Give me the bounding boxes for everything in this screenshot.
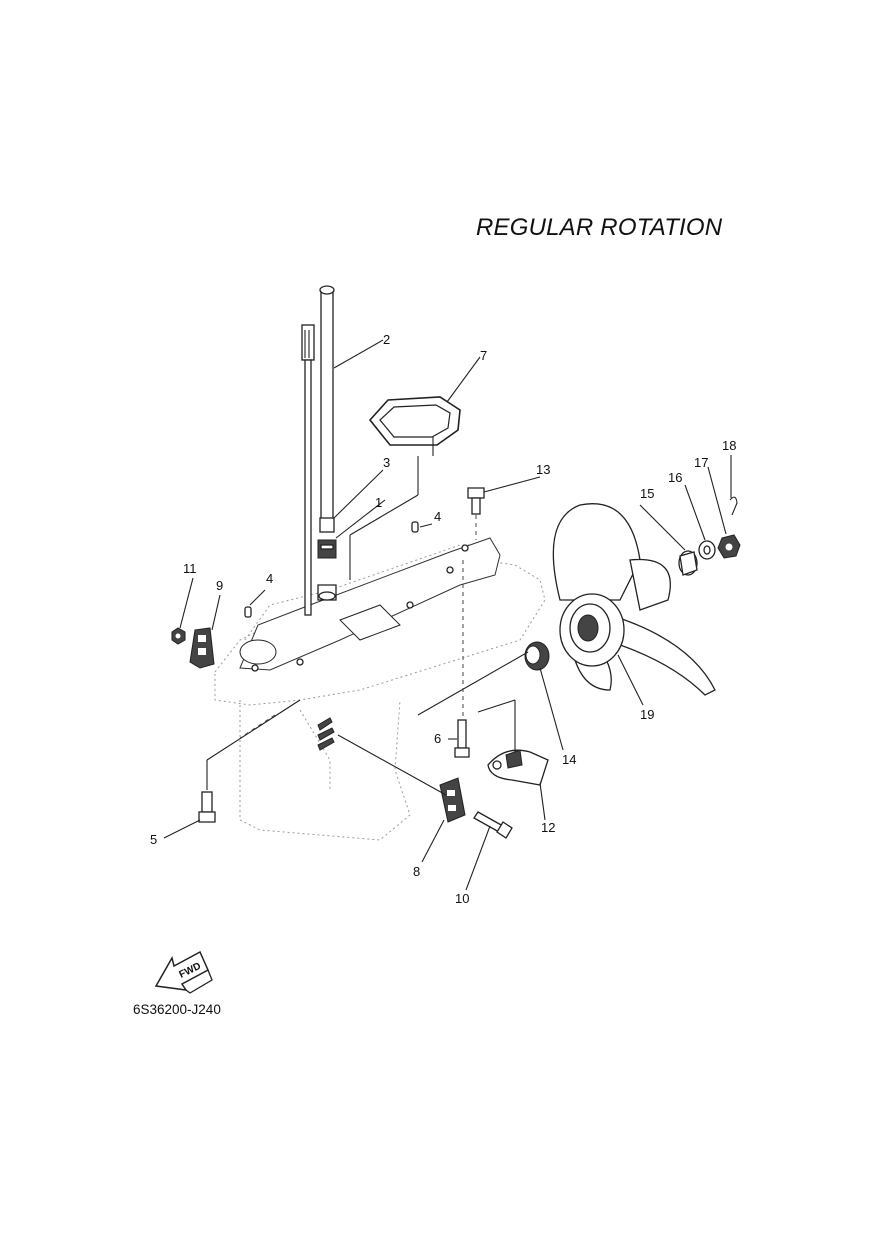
anode <box>439 777 466 823</box>
callout-17: 17 <box>694 455 709 470</box>
housing-fins <box>317 717 335 751</box>
water-tube <box>319 285 335 521</box>
callout-6: 6 <box>434 731 442 746</box>
diagram-code: 6S36200-J240 <box>133 1002 221 1017</box>
callout-9: 9 <box>216 578 224 593</box>
callout-19: 19 <box>640 707 655 722</box>
prop-nut <box>717 534 741 559</box>
drive-shaft <box>301 324 315 616</box>
callout-3: 3 <box>383 455 391 470</box>
clip-plate <box>189 627 215 669</box>
callout-12: 12 <box>541 820 556 835</box>
callout-2: 2 <box>383 332 391 347</box>
grommet <box>319 517 335 533</box>
nut <box>171 627 186 645</box>
fwd-arrow-icon: FWD <box>154 950 213 994</box>
dowel-pin-right <box>411 521 419 533</box>
callout-16: 16 <box>668 470 683 485</box>
housing-top-deck <box>239 537 501 672</box>
bolt-bottom-left <box>198 791 216 823</box>
diagram-title: REGULAR ROTATION <box>476 214 723 241</box>
callout-11: 11 <box>183 561 197 576</box>
callout-5: 5 <box>150 832 158 847</box>
thrust-washer <box>678 550 698 576</box>
callout-15: 15 <box>640 486 655 501</box>
trim-tab <box>487 749 549 786</box>
callout-4b: 4 <box>434 509 442 524</box>
dowel-pin-left <box>244 606 252 618</box>
anode-bolt <box>473 811 513 839</box>
bolt-middle <box>454 719 470 758</box>
spacer <box>524 641 550 671</box>
callout-13: 13 <box>536 462 551 477</box>
callout-1: 1 <box>375 495 383 510</box>
seal-rubber <box>317 539 337 559</box>
propeller <box>552 503 716 696</box>
bolt-top <box>467 487 485 515</box>
callout-4a: 4 <box>266 571 274 586</box>
callout-14: 14 <box>562 752 577 767</box>
gasket <box>368 396 461 446</box>
callout-18: 18 <box>722 438 737 453</box>
washer <box>698 540 716 560</box>
cotter-pin <box>729 496 738 516</box>
water-inlet-cap <box>317 584 337 601</box>
callout-7: 7 <box>480 348 488 363</box>
leader-lines <box>163 339 732 891</box>
callout-8: 8 <box>413 864 421 879</box>
alignment-lines <box>239 515 477 739</box>
callout-10: 10 <box>455 891 470 906</box>
